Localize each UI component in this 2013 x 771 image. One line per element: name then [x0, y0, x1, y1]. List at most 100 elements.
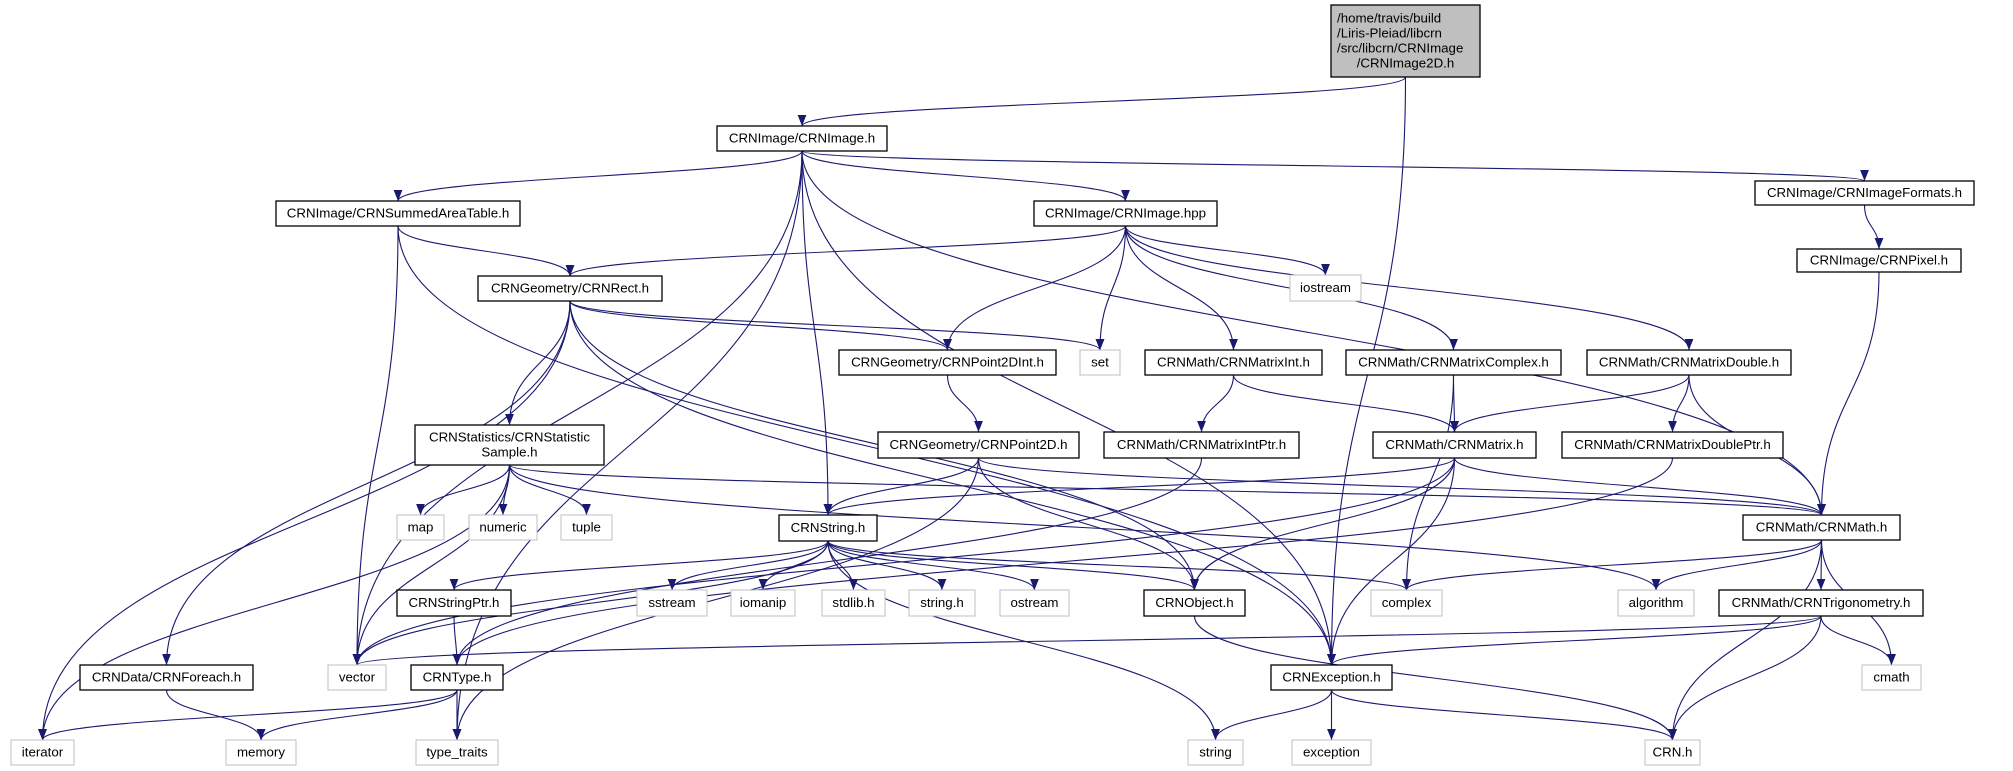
- edge-crnimage-crnimage-hpp-to-crnmath-crnmatrixdouble-h: [1124, 225, 1694, 351]
- node-crnobject-h[interactable]: CRNObject.h: [1143, 589, 1246, 617]
- edge-crnstring-h-to-string: [827, 540, 1220, 741]
- node-label: CRNMath/CRNMatrixInt.h: [1157, 354, 1310, 369]
- edge-crnmath-crntrigonometry-h-to-crn-h: [1668, 615, 1822, 741]
- node-type-traits: type_traits: [415, 739, 499, 766]
- node-label: CRNImage/CRNSummedAreaTable.h: [287, 205, 509, 220]
- node-box: [1754, 180, 1975, 206]
- edge-crnmath-crnmatrixint-h-to-crnmath-crnmatrixintptr-h: [1197, 374, 1235, 433]
- node-label: ostream: [1010, 595, 1058, 610]
- node-label: stdlib.h: [832, 595, 874, 610]
- node-label: CRNGeometry/CRNPoint2DInt.h: [851, 354, 1044, 369]
- edge-crnmath-crntrigonometry-h-to-cmath: [1820, 615, 1896, 666]
- edge-crngeometry-crnpoint2dint-h-to-crngeometry-crnpoint2d-h: [946, 374, 983, 433]
- node-box: [79, 664, 254, 691]
- node-crnimage-crnimage-h[interactable]: CRNImage/CRNImage.h: [716, 125, 888, 152]
- node-ostream: ostream: [999, 589, 1070, 617]
- node-box: [778, 514, 878, 542]
- node-crnexception-h[interactable]: CRNException.h: [1270, 664, 1393, 691]
- node-label: CRNGeometry/CRNPoint2D.h: [889, 437, 1067, 452]
- node-box: [908, 589, 976, 617]
- node-label: /Liris-Pleiad/libcrn: [1337, 25, 1442, 40]
- node-box: [1617, 589, 1695, 617]
- node-crndata-crnforeach-h[interactable]: CRNData/CRNForeach.h: [79, 664, 254, 691]
- node-crngeometry-crnpoint2d-h[interactable]: CRNGeometry/CRNPoint2D.h: [877, 431, 1080, 459]
- edge-crnmath-crnmatrix-h-to-crnobject-h: [1190, 457, 1456, 591]
- node-crnimage-crnimageformats-h[interactable]: CRNImage/CRNImageFormats.h: [1754, 180, 1975, 206]
- node-numeric: numeric: [468, 514, 538, 541]
- node-box: [415, 739, 499, 766]
- edge-crnimage-crnimage-h-to-type-traits: [452, 150, 803, 741]
- node-box: [410, 664, 504, 691]
- node-complex: complex: [1370, 589, 1443, 617]
- node-label: Sample.h: [481, 444, 537, 459]
- node-box: [1270, 664, 1393, 691]
- node-label: iomanip: [740, 595, 787, 610]
- edge-crnstring-h-to-crnobject-h: [827, 540, 1199, 591]
- edge-crnimage-crnimage-hpp-to-set: [1095, 225, 1127, 351]
- node-box: [1372, 431, 1537, 459]
- edge-crnimage-crnimage-hpp-to-crnmath-crnmatrixint-h: [1124, 225, 1238, 351]
- node-iostream: iostream: [1289, 274, 1362, 302]
- node-label: /CRNImage2D.h: [1357, 55, 1455, 70]
- node-crnimage-crnimage-hpp[interactable]: CRNImage/CRNImage.hpp: [1033, 200, 1218, 227]
- node-label: CRNImage/CRNImage.hpp: [1045, 205, 1206, 220]
- node-box: [1103, 431, 1300, 459]
- node-label: CRNData/CRNForeach.h: [92, 669, 241, 684]
- node-crnmath-crnmath-h[interactable]: CRNMath/CRNMath.h: [1742, 514, 1901, 541]
- edge-crnstatistics-crnstatisticsample-h-to-vector: [352, 464, 511, 666]
- edge-crngeometry-crnrect-h-to-crngeometry-crnpoint2dint-h: [569, 300, 952, 351]
- node-crnmath-crnmatrixint-h[interactable]: CRNMath/CRNMatrixInt.h: [1144, 349, 1323, 376]
- edge-crnstring-h-to-iomanip: [758, 540, 829, 591]
- node-box: [225, 739, 297, 766]
- node-crnmath-crnmatrix-h[interactable]: CRNMath/CRNMatrix.h: [1372, 431, 1537, 459]
- node-box: [1187, 739, 1244, 766]
- edge-crnmath-crnmatrixint-h-to-crnmath-crnmatrix-h: [1232, 374, 1459, 433]
- node-crngeometry-crnpoint2dint-h[interactable]: CRNGeometry/CRNPoint2DInt.h: [838, 349, 1057, 376]
- edge-crnstring-h-to-crnstringptr-h: [449, 540, 829, 591]
- node-crnmath-crnmatrixdouble-h[interactable]: CRNMath/CRNMatrixDouble.h: [1586, 349, 1792, 376]
- node-crnmath-crntrigonometry-h[interactable]: CRNMath/CRNTrigonometry.h: [1718, 589, 1924, 617]
- edge-crntype-h-to-memory: [256, 689, 458, 741]
- edge-crnstringptr-h-to-crntype-h: [452, 615, 462, 666]
- node-crngeometry-crnrect-h[interactable]: CRNGeometry/CRNRect.h: [477, 275, 663, 302]
- node-home-travis-build-liris-pleiad-libcrn-src-libcrn-crnimage-crnimage2d-h[interactable]: /home/travis/build/Liris-Pleiad/libcrn/s…: [1330, 4, 1481, 78]
- node-crnstring-h[interactable]: CRNString.h: [778, 514, 878, 542]
- edge-crngeometry-crnpoint2d-h-to-crnobject-h: [977, 457, 1199, 591]
- edge-crngeometry-crnrect-h-to-set: [569, 300, 1105, 351]
- node-box: [716, 125, 888, 152]
- edge-crnmath-crntrigonometry-h-to-vector: [353, 615, 1822, 666]
- edge-crnmath-crnmatrixdouble-h-to-crnmath-crnmatrixdoubleptr-h: [1668, 374, 1690, 433]
- node-box: [1861, 664, 1922, 691]
- node-crnmath-crnmatrixcomplex-h[interactable]: CRNMath/CRNMatrixComplex.h: [1345, 349, 1562, 376]
- node-label: algorithm: [1629, 595, 1684, 610]
- node-label: set: [1091, 354, 1109, 369]
- edge-crngeometry-crnrect-h-to-crndata-crnforeach-h: [162, 300, 571, 666]
- node-crnimage-crnsummedareatable-h[interactable]: CRNImage/CRNSummedAreaTable.h: [275, 200, 521, 227]
- node-label: sstream: [648, 595, 695, 610]
- node-crnstringptr-h[interactable]: CRNStringPtr.h: [396, 589, 512, 617]
- node-box: [396, 514, 445, 541]
- node-label: complex: [1382, 595, 1432, 610]
- edge-crnimage-crnimage-hpp-to-iostream: [1124, 225, 1330, 276]
- node-crnmath-crnmatrixdoubleptr-h[interactable]: CRNMath/CRNMatrixDoublePtr.h: [1561, 431, 1784, 459]
- node-cmath: cmath: [1861, 664, 1922, 691]
- node-crn-h: CRN.h: [1644, 739, 1701, 766]
- edge-crnstring-h-to-ostream: [827, 540, 1039, 591]
- node-stdlib-h: stdlib.h: [821, 589, 886, 617]
- edge-crnmath-crnmatrixdoubleptr-h-to-crntype-h: [452, 457, 1674, 666]
- edge-crnimage-crnimageformats-h-to-crnimage-crnpixel-h: [1863, 204, 1884, 250]
- node-crnimage-crnpixel-h[interactable]: CRNImage/CRNPixel.h: [1796, 248, 1962, 273]
- node-label: CRNStringPtr.h: [409, 595, 500, 610]
- node-box: [396, 589, 512, 617]
- edge-crnmath-crnmath-h-to-algorithm: [1651, 539, 1823, 591]
- node-iterator: iterator: [10, 739, 75, 766]
- node-box: [1291, 739, 1372, 766]
- node-label: /home/travis/build: [1337, 10, 1441, 25]
- edge-crngeometry-crnpoint2d-h-to-crnstring-h: [823, 457, 980, 516]
- node-label: CRNObject.h: [1155, 595, 1233, 610]
- edge-crnstatistics-crnstatisticsample-h-to-crnmath-crnmath-h: [508, 464, 1826, 516]
- node-crnmath-crnmatrixintptr-h[interactable]: CRNMath/CRNMatrixIntPtr.h: [1103, 431, 1300, 459]
- node-box: [477, 275, 663, 302]
- node-crntype-h[interactable]: CRNType.h: [410, 664, 504, 691]
